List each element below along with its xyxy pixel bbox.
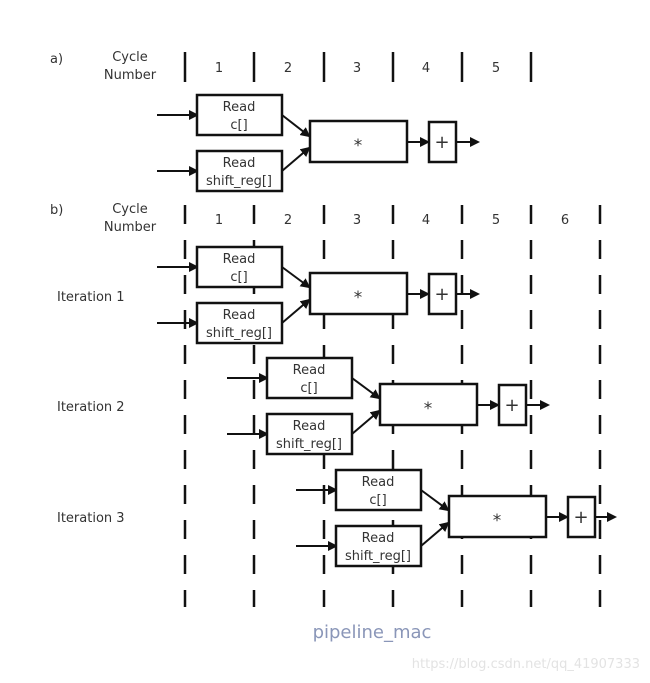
part-b-label: b) bbox=[50, 203, 63, 218]
read-c-label-line2: c[] bbox=[369, 493, 386, 508]
connector-arrow bbox=[420, 521, 450, 547]
read-c-label-line2: c[] bbox=[300, 381, 317, 396]
multiply-symbol: * bbox=[424, 399, 433, 419]
part-a-cycle-header-line1: Cycle bbox=[112, 50, 148, 65]
read-c-label-line2: c[] bbox=[230, 270, 247, 285]
add-box bbox=[566, 495, 597, 539]
add-symbol: + bbox=[573, 507, 588, 528]
read-shift-reg-label-line1: Read bbox=[293, 419, 326, 434]
multiply-symbol: * bbox=[493, 511, 502, 531]
connector-arrow bbox=[351, 377, 381, 400]
connector-arrow bbox=[281, 114, 311, 138]
read-shift-reg-label-line2: shift_reg[] bbox=[276, 437, 342, 452]
connector-arrow bbox=[281, 266, 311, 289]
read-shift-reg-label-line1: Read bbox=[223, 156, 256, 171]
iteration-3-pipeline: Read c[] Read shift_reg[] * + bbox=[296, 468, 617, 568]
iteration-2-pipeline: Read c[] Read shift_reg[] * + bbox=[227, 356, 550, 456]
read-shift-reg-label-line2: shift_reg[] bbox=[206, 174, 272, 189]
read-c-label-line1: Read bbox=[223, 252, 256, 267]
part-b: b) Cycle Number 1 2 3 4 5 6 Iteration 1 … bbox=[50, 202, 617, 607]
add-symbol: + bbox=[504, 395, 519, 416]
iteration-label: Iteration 2 bbox=[57, 400, 125, 415]
connector-arrow bbox=[281, 298, 311, 324]
part-b-cycle-number: 3 bbox=[353, 213, 361, 228]
read-shift-reg-label-line1: Read bbox=[362, 531, 395, 546]
read-shift-reg-box bbox=[334, 524, 423, 568]
read-shift-reg-label-line1: Read bbox=[223, 308, 256, 323]
read-c-box bbox=[265, 356, 354, 400]
part-a-cycle-number: 4 bbox=[422, 61, 430, 76]
part-a-label: a) bbox=[50, 52, 63, 67]
read-c-label-line1: Read bbox=[362, 475, 395, 490]
watermark: https://blog.csdn.net/qq_41907333 bbox=[412, 657, 640, 672]
part-a-pipeline: Read c[] Read shift_reg[] * + bbox=[157, 93, 480, 193]
part-b-cycle-header-line1: Cycle bbox=[112, 202, 148, 217]
add-box bbox=[427, 120, 458, 164]
read-c-box bbox=[195, 245, 284, 289]
read-c-label-line1: Read bbox=[223, 100, 256, 115]
iteration-1-pipeline: Read c[] Read shift_reg[] * + bbox=[157, 245, 480, 345]
multiply-symbol: * bbox=[354, 288, 363, 308]
add-symbol: + bbox=[434, 132, 449, 153]
part-a-cycle-number: 5 bbox=[492, 61, 500, 76]
read-c-label-line2: c[] bbox=[230, 118, 247, 133]
part-b-cycle-number: 5 bbox=[492, 213, 500, 228]
part-b-cycle-header-line2: Number bbox=[104, 220, 157, 235]
read-shift-reg-label-line2: shift_reg[] bbox=[206, 326, 272, 341]
read-c-box bbox=[195, 93, 284, 137]
part-a-cycle-number: 1 bbox=[215, 61, 223, 76]
read-c-box bbox=[334, 468, 423, 512]
connector-arrow bbox=[420, 489, 450, 512]
connector-arrow bbox=[281, 146, 311, 172]
read-shift-reg-box bbox=[195, 149, 284, 193]
part-b-cycle-number: 6 bbox=[561, 213, 569, 228]
part-b-cycle-number: 4 bbox=[422, 213, 430, 228]
iteration-label: Iteration 3 bbox=[57, 511, 125, 526]
multiply-symbol: * bbox=[354, 136, 363, 156]
part-a-cycle-dividers bbox=[183, 52, 533, 82]
add-symbol: + bbox=[434, 284, 449, 305]
read-c-label-line1: Read bbox=[293, 363, 326, 378]
read-shift-reg-label-line2: shift_reg[] bbox=[345, 549, 411, 564]
multiply-box bbox=[308, 271, 409, 316]
part-b-cycle-number: 1 bbox=[215, 213, 223, 228]
read-shift-reg-box bbox=[265, 412, 354, 456]
multiply-box bbox=[378, 382, 479, 427]
iteration-label: Iteration 1 bbox=[57, 290, 125, 305]
part-a-cycle-number: 2 bbox=[284, 61, 292, 76]
part-a: a) Cycle Number 1 2 3 4 5 Read c[] Read … bbox=[50, 50, 533, 193]
part-a-cycle-number: 3 bbox=[353, 61, 361, 76]
part-a-cycle-header-line2: Number bbox=[104, 68, 157, 83]
diagram-caption: pipeline_mac bbox=[313, 622, 432, 643]
connector-arrow bbox=[351, 409, 381, 435]
part-b-cycle-number: 2 bbox=[284, 213, 292, 228]
